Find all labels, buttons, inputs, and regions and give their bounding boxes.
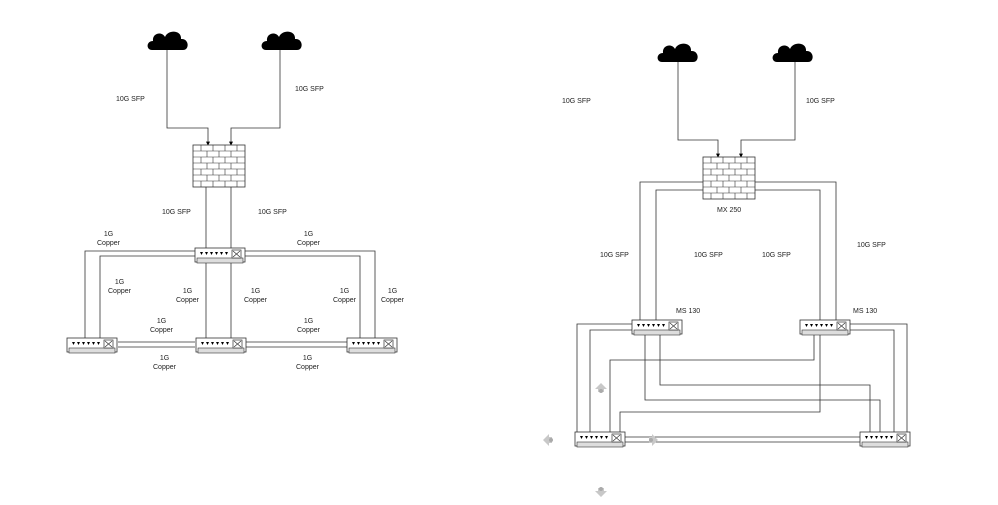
switch-icon — [346, 337, 398, 354]
switch-icon — [194, 247, 246, 264]
link-label: 10G SFP — [694, 252, 723, 259]
connection-handle-icon[interactable] — [543, 434, 552, 446]
switch-icon — [631, 319, 683, 336]
connection-handle-icon[interactable] — [595, 488, 607, 497]
link-label: 10G SFP — [806, 98, 835, 105]
wan-links — [166, 50, 281, 146]
link-label: 1G Copper — [296, 355, 319, 371]
connection-handle-icon[interactable] — [649, 438, 653, 442]
switch-icon — [195, 337, 247, 354]
firewall-name: MX 250 — [717, 207, 742, 214]
connection-handle-icon[interactable] — [599, 389, 603, 393]
switch-icon — [66, 337, 118, 354]
firewall-icon — [702, 156, 756, 200]
cloud-icon — [772, 43, 813, 62]
cloud-icon — [147, 31, 188, 50]
link-label: 1G Copper — [150, 318, 173, 334]
link-label: 1G Copper — [297, 231, 320, 247]
connection-handle-icon[interactable] — [595, 383, 607, 392]
link-label: 10G SFP — [258, 209, 287, 216]
fw-to-core-links — [205, 187, 232, 248]
right-diagram — [543, 43, 911, 497]
copper-links — [84, 250, 376, 348]
link-label: 1G Copper — [381, 288, 404, 304]
link-label: 1G Copper — [297, 318, 320, 334]
link-label: 10G SFP — [762, 252, 791, 259]
switch-name: MS 130 — [676, 308, 701, 315]
wan-links — [677, 62, 796, 158]
link-label: 1G Copper — [244, 288, 267, 304]
firewall-icon — [192, 144, 246, 188]
link-label: 1G Copper — [176, 288, 199, 304]
link-label: 1G Copper — [333, 288, 356, 304]
switch-name: MS 130 — [853, 308, 878, 315]
copper-mesh-links — [576, 323, 908, 443]
switch-icon — [574, 431, 626, 448]
link-label: 1G Copper — [97, 231, 120, 247]
link-label: 1G Copper — [108, 279, 131, 295]
link-label: 10G SFP — [600, 252, 629, 259]
connection-handle-icon[interactable] — [649, 434, 658, 446]
link-label: 10G SFP — [116, 96, 145, 103]
left-diagram — [66, 31, 398, 354]
sfp-links — [639, 181, 837, 320]
link-label: 10G SFP — [857, 242, 886, 249]
link-label: 10G SFP — [295, 86, 324, 93]
cloud-icon — [261, 31, 302, 50]
connection-handle-icon[interactable] — [549, 438, 553, 442]
connection-handle-icon[interactable] — [599, 487, 603, 491]
switch-icon — [859, 431, 911, 448]
link-label: 10G SFP — [162, 209, 191, 216]
connection-handles[interactable] — [543, 383, 658, 497]
cloud-icon — [657, 43, 698, 62]
switch-icon — [799, 319, 851, 336]
link-label: 1G Copper — [153, 355, 176, 371]
link-label: 10G SFP — [562, 98, 591, 105]
